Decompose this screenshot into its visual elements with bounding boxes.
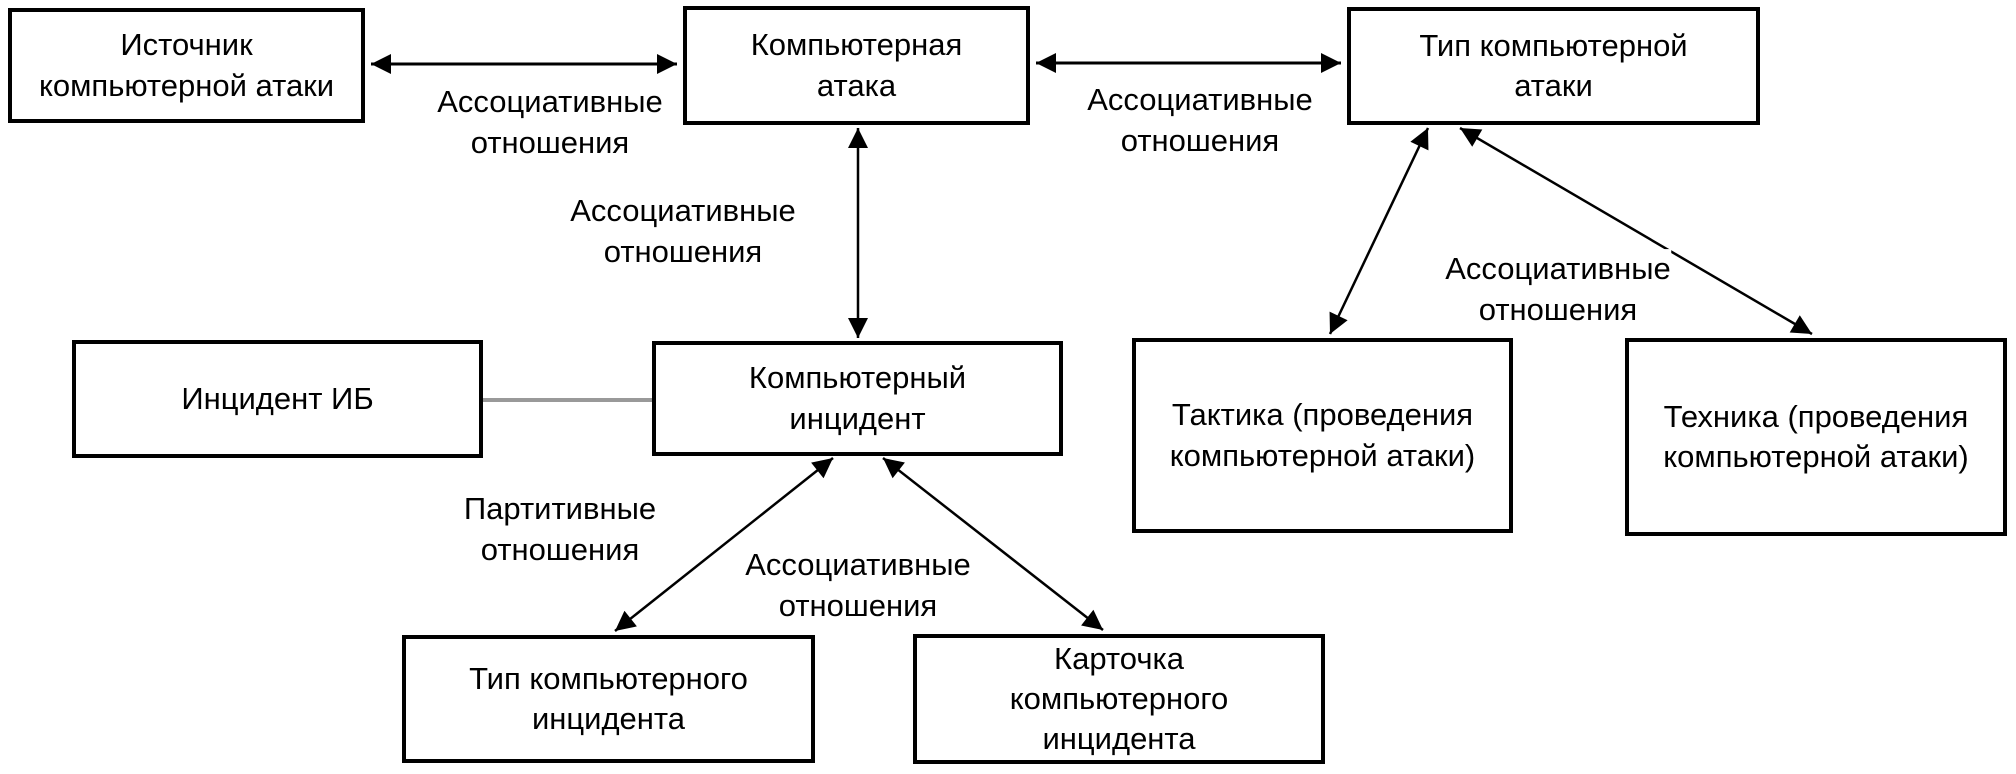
node-attack-type-label: Тип компьютерной атаки bbox=[1419, 27, 1688, 103]
edge-label-assoc-attacktype-children: Ассоциативные отношения bbox=[1445, 249, 1671, 331]
node-attack-source: Источник компьютерной атаки bbox=[8, 8, 365, 123]
edge-label-partitive-relations: Партитивные отношения bbox=[463, 489, 657, 571]
edge-assoc-incident-incidentcard bbox=[882, 457, 1104, 631]
node-computer-attack-label: Компьютерная атака bbox=[750, 27, 963, 103]
node-ib-incident: Инцидент ИБ bbox=[72, 340, 483, 458]
node-attack-type: Тип компьютерной атаки bbox=[1347, 7, 1760, 125]
node-computer-incident: Компьютерный инцидент bbox=[652, 341, 1063, 456]
node-attack-source-label: Источник компьютерной атаки bbox=[38, 27, 335, 103]
edge-assoc-attacktype-tactics bbox=[1328, 127, 1430, 335]
edge-label-assoc-attack-attacktype: Ассоциативные отношения bbox=[1087, 80, 1313, 162]
edge-label-assoc-attack-incident: Ассоциативные отношения bbox=[570, 191, 796, 273]
node-incident-type: Тип компьютерного инцидента bbox=[402, 635, 815, 763]
node-technique: Техника (проведения компьютерной атаки) bbox=[1625, 338, 2007, 536]
node-incident-card: Карточка компьютерного инцидента bbox=[913, 634, 1325, 764]
node-tactics-label: Тактика (проведения компьютерной атаки) bbox=[1169, 397, 1476, 473]
node-ib-incident-label: Инцидент ИБ bbox=[181, 380, 374, 416]
edge-assoc-attacktype-technique bbox=[1459, 126, 1813, 336]
edge-label-assoc-incident-children: Ассоциативные отношения bbox=[745, 545, 971, 627]
node-incident-card-label: Карточка компьютерного инцидента bbox=[1009, 640, 1229, 757]
node-technique-label: Техника (проведения компьютерной атаки) bbox=[1663, 398, 1969, 474]
edge-label-assoc-source-attack: Ассоциативные отношения bbox=[437, 82, 663, 164]
node-computer-incident-label: Компьютерный инцидент bbox=[748, 360, 967, 436]
node-incident-type-label: Тип компьютерного инцидента bbox=[469, 660, 748, 736]
node-tactics: Тактика (проведения компьютерной атаки) bbox=[1132, 338, 1513, 533]
node-computer-attack: Компьютерная атака bbox=[683, 6, 1030, 125]
edge-assoc-incident-incidenttype bbox=[614, 457, 834, 632]
